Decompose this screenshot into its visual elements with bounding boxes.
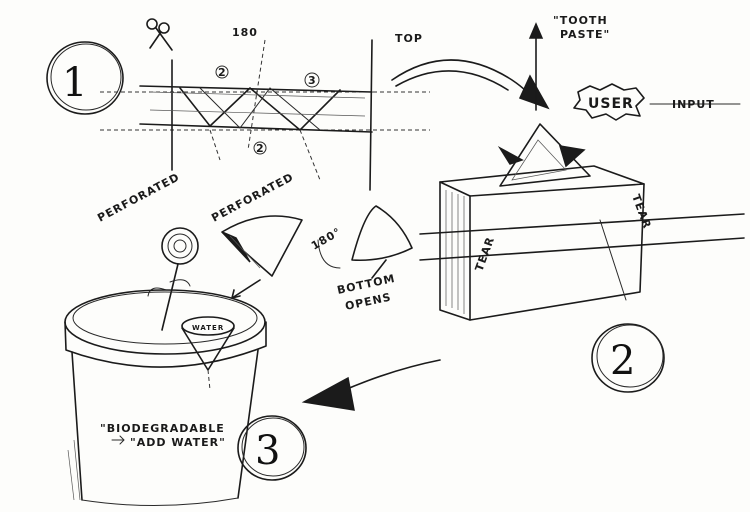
strip-label-top: TOP: [395, 32, 423, 45]
input-label: INPUT: [672, 98, 715, 111]
flower: [147, 227, 199, 331]
perforated-strip: TOP 180 2 2 3: [100, 26, 430, 191]
toothpaste-line-1: "TOOTH: [553, 14, 608, 27]
angle-label: 180°: [309, 225, 344, 252]
tear-label-2: TEAR: [629, 193, 654, 231]
scissors-icon: [146, 18, 173, 51]
user-input-annotation: USER INPUT: [573, 83, 741, 121]
fold-two-top: 2: [218, 66, 227, 79]
cone-closed: 180° BOTTOM OPENS: [309, 205, 413, 313]
tear-box: TEAR TEAR: [419, 123, 745, 321]
fold-three: 3: [308, 74, 317, 87]
biodegradable-label: "BIODEGRADABLE: [100, 422, 225, 435]
cone-open: [221, 215, 303, 299]
arrow-1-to-2: [391, 59, 550, 110]
step-3-number: 3: [255, 428, 280, 474]
step-3-marker: 3: [237, 415, 307, 481]
arrow-2-to-3: [301, 359, 441, 411]
step-1-marker: 1: [46, 41, 124, 115]
user-label: USER: [588, 96, 634, 112]
step-2-marker: 2: [591, 323, 665, 393]
fold-two-bottom: 2: [256, 142, 265, 155]
step-1-number: 1: [62, 60, 87, 106]
tear-label-1: TEAR: [473, 235, 498, 273]
step-2-number: 2: [610, 338, 635, 384]
add-water-label: "ADD WATER": [130, 436, 226, 449]
toothpaste-line-2: PASTE": [560, 28, 610, 41]
perforated-label-1: PERFORATED: [95, 170, 182, 224]
toothpaste-annotation: "TOOTH PASTE": [528, 14, 610, 111]
water-label: WATER: [192, 324, 224, 332]
strip-label-180: 180: [232, 26, 258, 39]
flower-pot: WATER "BIODEGRADABLE "ADD WATER": [64, 289, 267, 507]
